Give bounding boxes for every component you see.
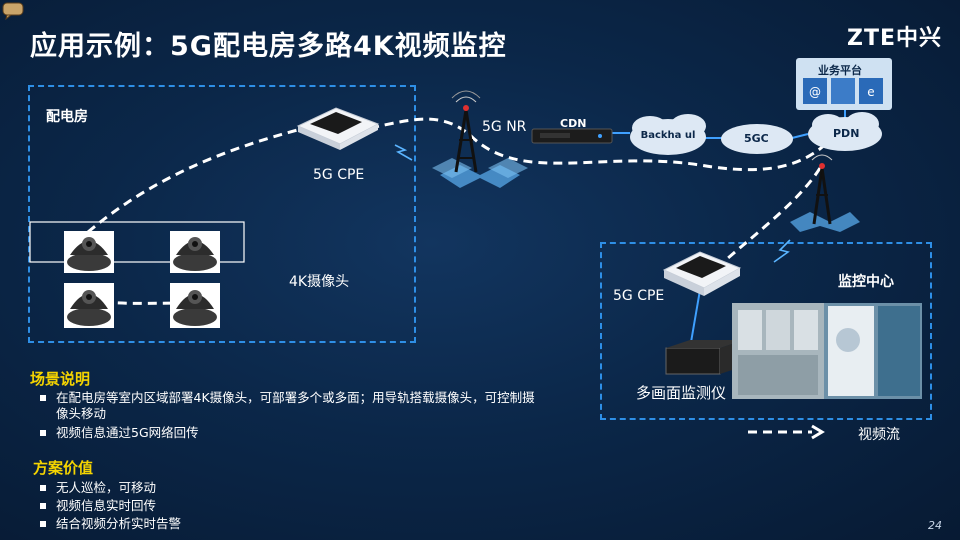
scenario-item-text: 在配电房等室内区域部署4K摄像头，可部署多个或多面；用导轨搭载摄像头，可控制摄像…: [56, 390, 535, 421]
cloud-icon: [630, 114, 706, 155]
cloud-icon: [808, 112, 882, 151]
pdn-label: PDN: [833, 127, 860, 140]
lightning-icon: [394, 144, 791, 263]
cpe-right-label: 5G CPE: [613, 288, 665, 304]
cpe-left-label: 5G CPE: [313, 167, 365, 183]
dome-camera-icon: [64, 283, 114, 328]
list-item: 无人巡检，可移动: [40, 480, 340, 496]
distribution-room-box: [28, 85, 416, 343]
scenario-heading: 场景说明: [30, 370, 91, 388]
dome-camera-icon: [170, 231, 220, 273]
list-item: 结合视频分析实时告警: [40, 516, 340, 532]
value-list: 无人巡检，可移动 视频信息实时回传 结合视频分析实时告警: [40, 480, 340, 532]
platform-label: 业务平台: [818, 64, 862, 77]
arrow-right-icon: [748, 424, 825, 440]
camera-label: 4K摄像头: [289, 274, 350, 290]
backhaul-label: Backha ul: [640, 130, 696, 141]
speech-bubble-icon: [2, 2, 24, 20]
monitor-center-photo: [732, 303, 922, 399]
svg-text:e: e: [867, 85, 874, 99]
dome-camera-icon: [64, 231, 114, 273]
server-icon: [531, 128, 613, 144]
monitor-device-label: 多画面监测仪: [636, 384, 727, 402]
value-item-text: 视频信息实时回传: [56, 498, 157, 513]
legend-label: 视频流: [858, 427, 900, 443]
cpe-router-icon: [662, 251, 742, 296]
video-stream-paths: [87, 117, 832, 305]
cdn-label: CDN: [560, 117, 587, 130]
nr-label: 5G NR: [482, 119, 527, 135]
fivegc-label: 5GC: [744, 132, 769, 145]
slide-title: 应用示例：5G配电房多路4K视频监控: [30, 31, 507, 62]
svg-text:@: @: [809, 85, 821, 99]
value-heading: 方案价值: [33, 459, 94, 477]
list-item: 视频信息通过5G网络回传: [40, 425, 540, 441]
fivegc-node: [721, 124, 793, 154]
zte-logo: ZTE中兴: [847, 26, 942, 51]
platform-panel: @ e: [796, 58, 892, 110]
list-item: 在配电房等室内区域部署4K摄像头，可部署多个或多面；用导轨搭载摄像头，可控制摄像…: [40, 390, 540, 422]
cell-tower-icon: [790, 154, 860, 232]
cpe-router-icon: [296, 107, 380, 150]
distribution-room-label: 配电房: [46, 109, 88, 125]
list-item: 视频信息实时回传: [40, 498, 340, 514]
scenario-list: 在配电房等室内区域部署4K摄像头，可部署多个或多面；用导轨搭载摄像头，可控制摄像…: [40, 390, 540, 441]
cell-tower-icon: [432, 90, 528, 188]
camera-rail-frame: [29, 221, 245, 263]
dome-camera-icon: [170, 283, 220, 328]
scenario-item-text: 视频信息通过5G网络回传: [56, 425, 199, 440]
value-item-text: 结合视频分析实时告警: [56, 516, 182, 531]
value-item-text: 无人巡检，可移动: [56, 480, 157, 495]
page-number: 24: [928, 519, 942, 532]
monitor-center-box: [600, 242, 932, 420]
monitor-center-label: 监控中心: [838, 274, 894, 290]
